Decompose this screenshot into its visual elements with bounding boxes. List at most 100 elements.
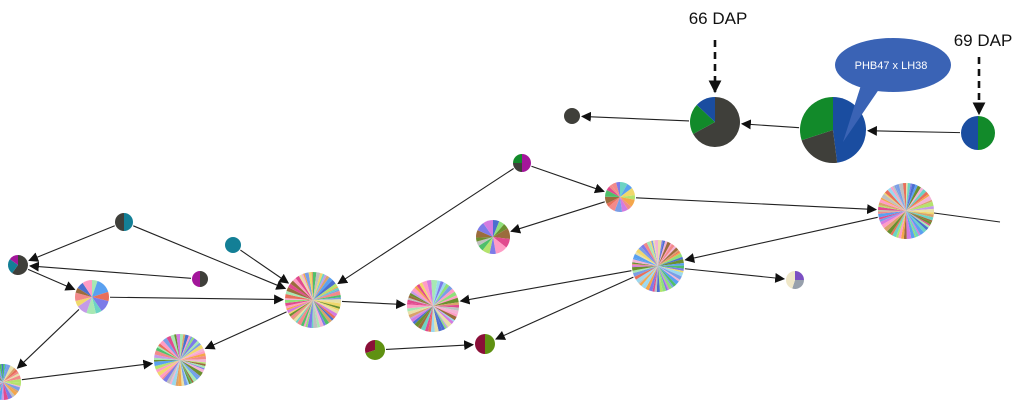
edge-arrow bbox=[635, 197, 878, 215]
pie-slice bbox=[295, 300, 313, 324]
pie-slice bbox=[978, 116, 995, 150]
pie-slice bbox=[906, 183, 913, 211]
pie-slice bbox=[180, 342, 202, 360]
pie-slice bbox=[906, 201, 934, 211]
pie-slice bbox=[658, 249, 680, 266]
pie-node-n_teal[interactable] bbox=[225, 237, 241, 253]
pie-node-n_center[interactable] bbox=[284, 272, 341, 328]
pie-slice bbox=[433, 297, 459, 306]
pie-slice bbox=[313, 294, 341, 300]
pie-slice bbox=[417, 306, 433, 329]
pie-node-n_gray_small[interactable] bbox=[786, 271, 804, 289]
pie-slice bbox=[696, 97, 715, 122]
pie-slice bbox=[305, 300, 313, 328]
pie-slice bbox=[290, 300, 313, 319]
pie-slice bbox=[180, 360, 201, 379]
pie-slice bbox=[883, 211, 906, 232]
pie-slice bbox=[3, 367, 16, 382]
pie-node-n_far_left[interactable] bbox=[0, 364, 21, 400]
annotation-69-label: 69 DAP bbox=[954, 31, 1013, 50]
edge-arrow bbox=[495, 276, 634, 340]
pie-node-n_dark_mag[interactable] bbox=[192, 271, 208, 287]
pie-slice bbox=[225, 237, 241, 253]
pie-slice bbox=[0, 382, 3, 389]
pie-slice bbox=[3, 365, 15, 382]
pie-node-n_small_top[interactable] bbox=[513, 154, 531, 172]
pie-node-n_olive[interactable] bbox=[365, 340, 386, 360]
pie-slice bbox=[303, 300, 313, 327]
pie-slice bbox=[693, 97, 740, 147]
pie-node-n66[interactable] bbox=[690, 97, 740, 147]
pie-slice bbox=[180, 353, 206, 360]
pie-slice bbox=[180, 360, 192, 385]
pie-slice bbox=[476, 237, 493, 246]
pie-slice bbox=[564, 108, 580, 124]
pie-slice bbox=[303, 273, 313, 300]
pie-slice bbox=[433, 306, 452, 328]
pie-slice bbox=[786, 271, 795, 289]
pie-slice bbox=[690, 104, 715, 135]
pie-slice bbox=[658, 252, 681, 266]
pie-slice bbox=[482, 237, 493, 254]
pie-slice bbox=[906, 183, 916, 211]
pie-slice bbox=[180, 360, 205, 370]
pie-slice bbox=[286, 300, 313, 314]
pie-slice bbox=[180, 340, 200, 360]
pie-slice bbox=[654, 240, 658, 266]
pie-node-n_bottom_left[interactable] bbox=[153, 334, 206, 386]
pie-slice bbox=[170, 334, 180, 360]
pie-slice bbox=[433, 306, 459, 315]
pie-slice bbox=[159, 360, 180, 379]
edge-arrow bbox=[385, 340, 475, 351]
pie-slice bbox=[433, 306, 455, 322]
pie-slice bbox=[430, 306, 435, 332]
pie-slice bbox=[605, 190, 620, 197]
pie-slice bbox=[284, 299, 313, 303]
pie-slice bbox=[632, 265, 658, 268]
pie-node-n69[interactable] bbox=[961, 116, 995, 150]
pie-slice bbox=[632, 257, 658, 266]
pie-slice bbox=[433, 306, 449, 329]
pie-node-n_center_r[interactable] bbox=[407, 280, 459, 332]
edge-arrow bbox=[27, 268, 76, 291]
pie-slice bbox=[313, 297, 341, 300]
pie-slice bbox=[313, 280, 336, 300]
pie-node-n_big_mid[interactable] bbox=[632, 240, 684, 292]
pie-slice bbox=[620, 182, 628, 197]
pie-node-n_teal_dark[interactable] bbox=[115, 213, 133, 231]
pie-slice bbox=[658, 240, 662, 266]
pie-slice bbox=[493, 237, 507, 254]
pie-node-n_maroon[interactable] bbox=[475, 334, 495, 354]
pie-slice bbox=[0, 382, 3, 387]
pie-slice bbox=[906, 211, 934, 218]
edge-arrow bbox=[21, 359, 154, 381]
pie-slice bbox=[1, 364, 3, 382]
pie-slice bbox=[892, 211, 906, 238]
pie-slice bbox=[906, 211, 934, 221]
pie-slice bbox=[648, 266, 658, 292]
pie-node-n_multi_b[interactable] bbox=[476, 220, 510, 254]
pie-node-n_dark_tip[interactable] bbox=[564, 108, 580, 124]
pie-slice bbox=[433, 281, 444, 306]
pie-slice bbox=[407, 306, 433, 312]
pie-node-n_left_edge[interactable] bbox=[7, 255, 28, 275]
pie-node-n_multi_c[interactable] bbox=[75, 280, 109, 315]
pie-slice bbox=[180, 335, 191, 360]
pie-slice bbox=[3, 382, 15, 398]
pie-slice bbox=[0, 380, 3, 382]
pie-slice bbox=[414, 285, 433, 306]
pie-node-n_multi_a[interactable] bbox=[604, 182, 635, 212]
pie-slice bbox=[433, 306, 443, 332]
pie-slice bbox=[180, 355, 206, 360]
pie-slice bbox=[1, 382, 4, 400]
pie-slice bbox=[792, 280, 804, 289]
pie-slice bbox=[879, 211, 906, 222]
pie-slice bbox=[313, 300, 332, 323]
pie-node-n_big_right[interactable] bbox=[878, 183, 934, 240]
pie-slice bbox=[12, 255, 28, 275]
pie-slice bbox=[75, 297, 92, 307]
pie-slice bbox=[180, 344, 204, 360]
pie-slice bbox=[658, 240, 664, 266]
pie-slice bbox=[3, 382, 21, 392]
pie-slice bbox=[658, 266, 673, 290]
